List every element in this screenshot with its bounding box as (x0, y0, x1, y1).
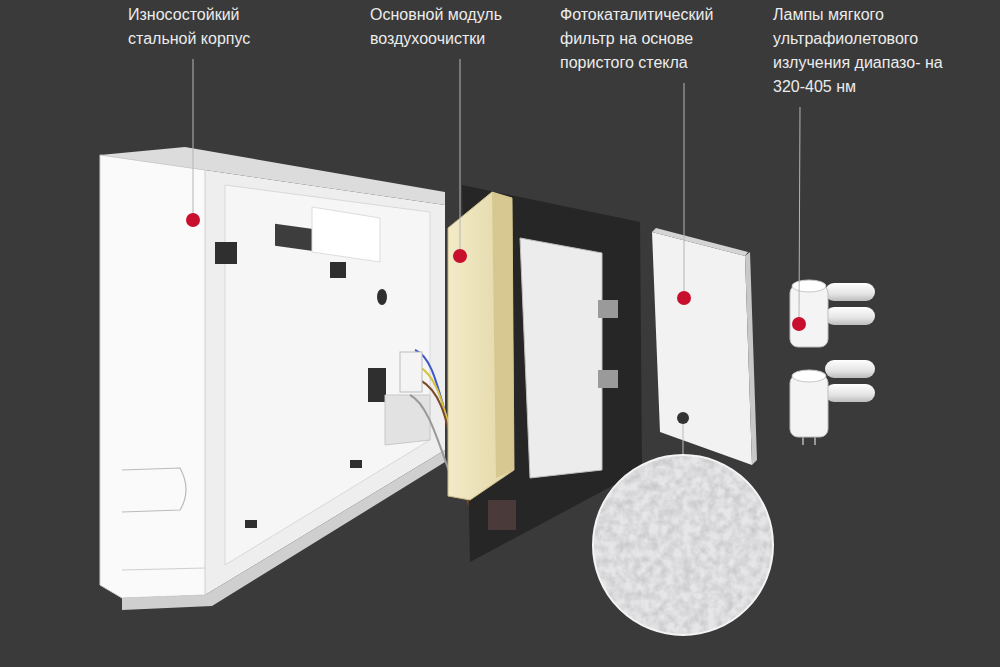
main-module (448, 192, 514, 500)
uv-lamp (790, 280, 875, 347)
uv-lamp (790, 360, 875, 445)
callout-dots (186, 213, 806, 331)
magnifier (593, 412, 773, 635)
leader-line (684, 83, 685, 292)
leader-line (193, 59, 194, 214)
leader-line (460, 59, 461, 250)
leader-lines (193, 59, 800, 318)
part-label: Фотокаталитический фильтр на основе пори… (560, 3, 738, 75)
leader-line (799, 107, 800, 318)
part-label: Лампы мягкого ультрафиолетового излучени… (773, 3, 945, 99)
photocatalytic-filter (652, 228, 757, 465)
steel-housing (100, 147, 445, 610)
part-label: Износостойкий стальной корпус (128, 3, 278, 51)
part-label: Основной модуль воздухоочистки (370, 3, 520, 51)
